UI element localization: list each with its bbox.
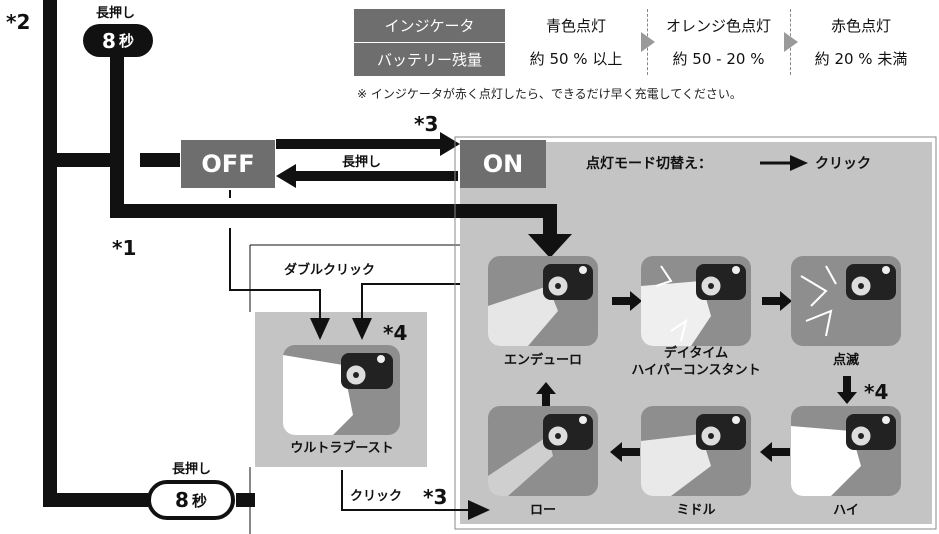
arrow-right-icon <box>762 291 792 311</box>
mode-card-ultra <box>283 345 400 435</box>
mode-label-high: ハイ <box>833 503 859 518</box>
arrow-down-icon <box>310 318 330 340</box>
arrow-left-icon <box>276 164 296 188</box>
arrow-up-icon <box>536 382 556 410</box>
mode-switch-label: 点灯モード切替え： <box>586 156 712 172</box>
indicator-row: インジケータ 青色点灯 オレンジ色点灯 赤色点灯 <box>354 9 932 43</box>
indicator-color-red: 赤色点灯 <box>790 9 932 42</box>
mode-card-high <box>791 406 901 496</box>
headlight-icon <box>488 414 593 496</box>
arrow-right-icon <box>468 500 490 520</box>
note-marker-1: *1 <box>112 236 137 260</box>
mode-label-ultra: ウルトラブースト <box>290 441 394 456</box>
headlight-icon <box>641 264 746 346</box>
duration-unit: 秒 <box>118 32 134 50</box>
arrow-right-icon <box>440 132 460 156</box>
table-arrow-icon <box>641 32 655 52</box>
mode-label-daytime-line1: デイタイム <box>663 346 729 361</box>
duration-number: 8 <box>175 488 189 512</box>
double-click-label: ダブルクリック <box>284 263 376 278</box>
indicator-color-orange: オレンジ色点灯 <box>647 9 790 42</box>
headlight-icon <box>641 414 746 496</box>
arrow-right-icon <box>612 291 642 311</box>
mode-card-enduro <box>488 256 598 346</box>
mode-card-daytime <box>641 256 751 346</box>
mode-label-daytime: デイタイム ハイパーコンスタント <box>626 345 766 379</box>
headlight-icon <box>800 264 896 337</box>
click-line <box>341 470 470 511</box>
duration-unit: 秒 <box>191 491 207 510</box>
arrow-down-icon <box>352 318 372 340</box>
on-panel-frame <box>454 136 937 530</box>
off-state: OFF <box>181 140 275 188</box>
click-label: クリック <box>815 156 871 172</box>
indicator-color-blue: 青色点灯 <box>505 9 647 42</box>
battery-note: ※ インジケータが赤く点灯したら、できるだけ早く充電してください。 <box>357 87 742 101</box>
click-label: クリック <box>350 489 403 504</box>
double-click-line-2 <box>361 283 460 320</box>
note-marker-2: *2 <box>6 10 31 34</box>
note-marker-4: *4 <box>864 380 889 404</box>
headlight-icon <box>791 414 896 496</box>
mode-card-mid <box>641 406 751 496</box>
table-arrow-icon <box>784 32 798 52</box>
mode-card-blink <box>791 256 901 346</box>
arrow-down-icon <box>528 234 572 258</box>
long-press-label: 長押し <box>342 155 382 170</box>
battery-level-low: 約 20 % 未満 <box>790 42 932 75</box>
mode-label-enduro: エンデューロ <box>503 353 582 368</box>
arrow-left-icon <box>760 442 790 462</box>
battery-level-mid: 約 50 - 20 % <box>647 42 790 75</box>
headlight-icon <box>488 264 593 346</box>
mode-card-low <box>488 406 598 496</box>
arrow-right-icon <box>790 155 808 171</box>
arrow-left-icon <box>610 442 640 462</box>
mode-label-mid: ミドル <box>676 503 716 518</box>
mode-label-daytime-line2: ハイパーコンスタント <box>631 363 761 378</box>
arrow-down-icon <box>837 376 857 404</box>
long-press-label: 長押し <box>172 462 212 477</box>
battery-row-header: バッテリー残量 <box>354 42 505 76</box>
indicator-row-header: インジケータ <box>354 9 505 42</box>
duration-number: 8 <box>102 28 116 53</box>
double-click-line <box>229 228 321 320</box>
long-press-label: 長押し <box>96 6 136 21</box>
indicator-table: インジケータ 青色点灯 オレンジ色点灯 赤色点灯 バッテリー残量 約 50 % … <box>354 9 932 76</box>
note-marker-3: *3 <box>423 485 448 509</box>
on-state: ON <box>460 140 546 188</box>
battery-level-high: 約 50 % 以上 <box>505 42 647 75</box>
note-marker-4: *4 <box>383 321 408 345</box>
duration-badge: 8 秒 <box>147 480 235 520</box>
duration-badge: 8 秒 <box>83 24 153 57</box>
headlight-icon <box>283 353 393 435</box>
note-marker-3: *3 <box>414 112 439 136</box>
battery-row: バッテリー残量 約 50 % 以上 約 50 - 20 % 約 20 % 未満 <box>354 42 932 76</box>
mode-label-blink: 点滅 <box>832 353 859 368</box>
mode-label-low: ロー <box>529 503 556 518</box>
